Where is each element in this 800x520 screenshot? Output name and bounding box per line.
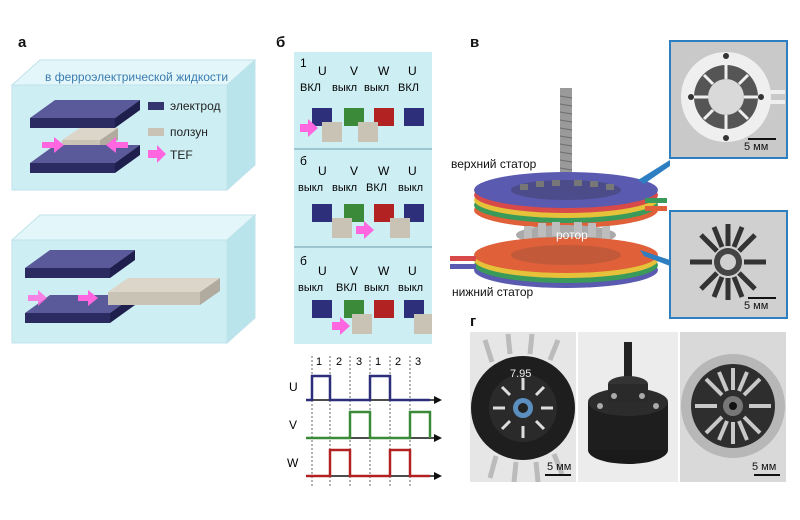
motor-photo-2 <box>578 332 678 482</box>
state-label: ВКЛ <box>398 82 419 94</box>
phase-label: U <box>408 264 417 278</box>
scale-bar-bottom <box>748 297 776 299</box>
state-label: ВКЛ <box>336 282 357 294</box>
upper-stator-label: верхний статор <box>451 157 537 171</box>
stator-photo <box>669 40 788 159</box>
electrode-w <box>374 108 394 126</box>
phase-panel <box>294 52 432 344</box>
panel-b-letter: б <box>276 34 286 51</box>
tef-arrow-right <box>106 137 128 153</box>
panel-v-letter: в <box>470 34 480 51</box>
state-label: выкл <box>364 282 390 294</box>
row-number: 1 <box>300 56 307 70</box>
tef-arrow-left <box>42 137 64 153</box>
scale-label-left: 5 мм <box>547 461 572 473</box>
state-label: ВКЛ <box>366 182 387 194</box>
phase-row-1: 1 U V W U ВКЛ выкл выкл ВКЛ <box>294 52 432 148</box>
scale-label-top: 5 мм <box>744 141 769 153</box>
rotor-photo-drawing <box>690 224 766 300</box>
state-label: выкл <box>364 82 390 94</box>
scale-label-right: 5 мм <box>752 461 777 473</box>
box-title: в ферроэлектрической жидкости <box>45 70 229 84</box>
electrode-u <box>404 108 424 126</box>
electrode-u <box>312 108 332 126</box>
legend-electrode-swatch <box>148 102 164 110</box>
phase-label: U <box>318 264 327 278</box>
step-label: 3 <box>356 356 363 368</box>
electrode-upper-2 <box>25 250 135 278</box>
state-label: выкл <box>398 282 424 294</box>
state-label: выкл <box>398 182 424 194</box>
scale-label-bottom: 5 мм <box>744 300 769 312</box>
legend-tef-arrow <box>148 145 166 163</box>
panel-g-letter: г <box>470 313 477 330</box>
panel-a-diagram <box>10 58 257 345</box>
state-label: выкл <box>332 182 358 194</box>
step-label: 3 <box>415 356 422 368</box>
tef-arrow-2a <box>28 290 47 306</box>
scale-bar-left <box>545 474 571 476</box>
motor-photo-3 <box>680 332 786 482</box>
electrode-v <box>344 108 364 126</box>
phase-label: V <box>350 164 359 178</box>
channel-label-v: V <box>289 418 298 432</box>
state-label: выкл <box>298 282 324 294</box>
phase-label: W <box>378 164 390 178</box>
legend-tef-label: TEF <box>170 148 193 162</box>
photo1-text: 7.95 <box>510 368 532 380</box>
step-label: 2 <box>395 356 402 368</box>
slider-part <box>322 122 342 142</box>
scale-bar-right <box>754 474 780 476</box>
phase-label: W <box>378 64 390 78</box>
phase-label: W <box>378 264 390 278</box>
slider-part <box>358 122 378 142</box>
motor-photo-1-drawing <box>471 333 575 482</box>
channel-label-w: W <box>287 456 299 470</box>
state-label: выкл <box>298 182 324 194</box>
panel-a-letter: а <box>18 34 27 51</box>
slider-block-2 <box>108 278 220 305</box>
channel-label-u: U <box>289 380 298 394</box>
phase-label: V <box>350 64 359 78</box>
phase-label: U <box>408 64 417 78</box>
row-number: б <box>300 254 307 268</box>
motor-photo-2-drawing <box>588 342 668 464</box>
rotor-photo <box>669 210 788 319</box>
state-label: выкл <box>332 82 358 94</box>
phase-label: U <box>318 164 327 178</box>
motor-photo-1 <box>470 332 576 482</box>
motor-photo-3-drawing <box>681 354 785 458</box>
phase-label: U <box>318 64 327 78</box>
step-label: 1 <box>375 356 382 368</box>
phase-electrodes <box>294 108 432 335</box>
row-number: б <box>300 154 307 168</box>
stator-photo-drawing <box>681 52 785 142</box>
legend-electrode-label: электрод <box>170 99 221 113</box>
tef-arrow <box>300 119 318 137</box>
phase-label: U <box>408 164 417 178</box>
scale-bar-top <box>748 138 776 140</box>
motor-3d-diagram <box>450 88 670 288</box>
phase-row-3: б U V W U выкл ВКЛ выкл выкл <box>294 248 432 344</box>
lower-stator-label: нижний статор <box>452 285 534 299</box>
tef-arrow-2b <box>78 290 98 306</box>
step-label: 1 <box>316 356 323 368</box>
phase-label: V <box>350 264 359 278</box>
phase-row-2: б U V W U выкл выкл ВКЛ выкл <box>294 150 432 246</box>
electrode-upper <box>30 100 140 128</box>
state-label: ВКЛ <box>300 82 321 94</box>
step-label: 2 <box>336 356 343 368</box>
legend-slider-label: ползун <box>170 125 208 139</box>
rotor-label: ротор <box>556 228 588 242</box>
legend-slider-swatch <box>148 128 164 136</box>
phase-waveform <box>306 356 442 488</box>
